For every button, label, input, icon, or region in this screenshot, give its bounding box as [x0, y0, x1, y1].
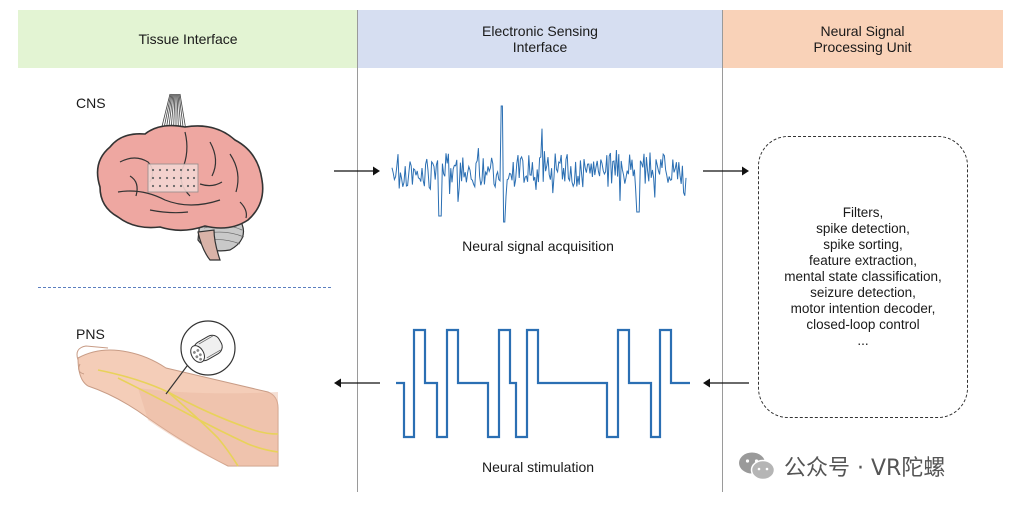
processing-item: mental state classification, — [784, 269, 942, 284]
processing-title-line2: Processing Unit — [813, 39, 912, 55]
tissue-interface-title: Tissue Interface — [138, 31, 238, 47]
processing-item: closed-loop control — [806, 317, 920, 332]
processing-item: spike detection, — [816, 221, 910, 236]
watermark-text: 公众号 · VR陀螺 — [784, 456, 946, 481]
brain-illustration — [96, 93, 264, 261]
electronic-sensing-header: Electronic Sensing Interface — [358, 10, 722, 68]
processing-title-line1: Neural Signal — [820, 23, 905, 39]
processing-item: feature extraction, — [808, 253, 918, 268]
arrow-processing-to-stimulation — [703, 378, 749, 388]
processing-item: motor intention decoder, — [790, 301, 936, 316]
processing-item: spike sorting, — [823, 237, 903, 252]
nerve-cuff-icon — [180, 320, 236, 376]
arrow-cns-to-sensing — [334, 166, 380, 176]
processing-item: Filters, — [842, 205, 884, 220]
processing-functions-box: Filters, spike detection, spike sorting,… — [758, 136, 968, 418]
processing-item: ... — [857, 333, 869, 348]
arm-illustration — [76, 345, 279, 467]
tissue-interface-header: Tissue Interface — [18, 10, 358, 68]
arrow-sensing-to-processing — [703, 166, 749, 176]
arrow-stimulation-to-pns — [334, 378, 380, 388]
pns-label: PNS — [76, 326, 105, 342]
neural-stimulation-waveform — [396, 328, 690, 439]
cns-label: CNS — [76, 95, 106, 111]
neural-recording-waveform — [391, 105, 687, 223]
sensing-title-line1: Electronic Sensing — [482, 23, 598, 39]
watermark: 公众号 · VR陀螺 — [738, 450, 945, 482]
processing-unit-header: Neural Signal Processing Unit — [722, 10, 1003, 68]
column-divider-right — [722, 10, 723, 492]
wechat-icon — [739, 452, 776, 481]
acquisition-caption: Neural signal acquisition — [462, 238, 614, 254]
stimulation-caption: Neural stimulation — [481, 459, 595, 475]
processing-item: seizure detection, — [810, 285, 916, 300]
cns-pns-divider — [38, 287, 331, 288]
column-divider-left — [357, 10, 358, 492]
sensing-title-line2: Interface — [512, 39, 568, 55]
